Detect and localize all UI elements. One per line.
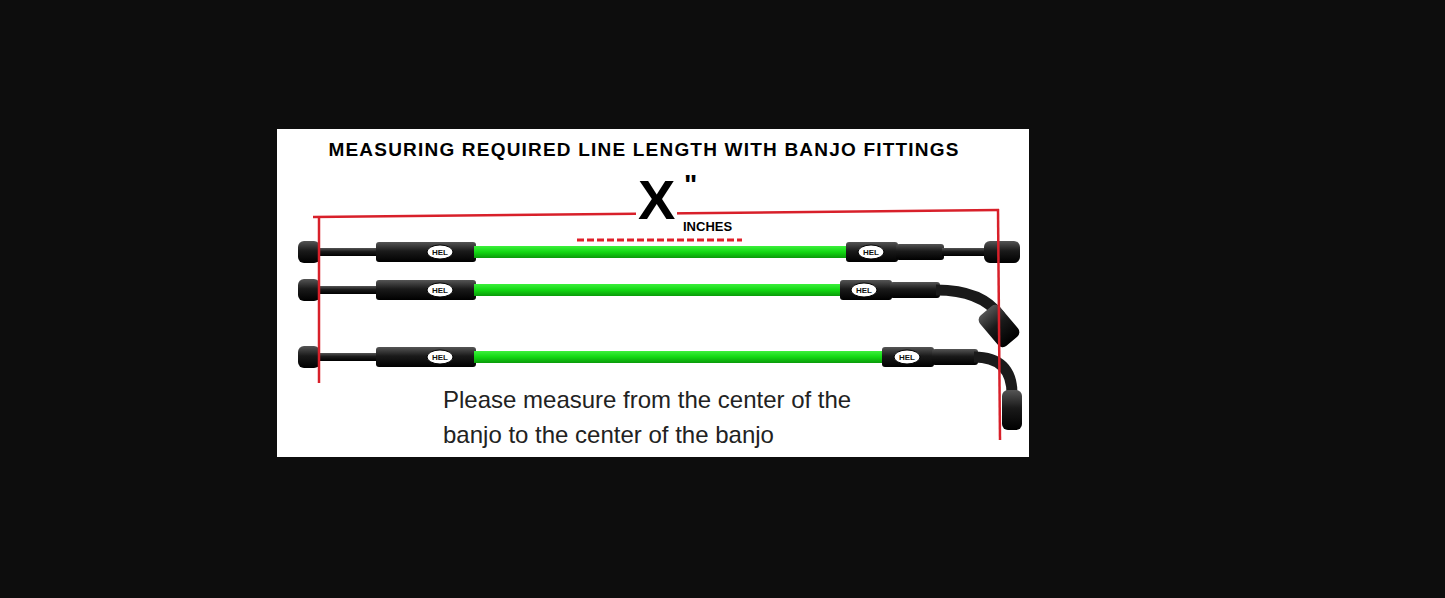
brand-logo: HEL <box>432 286 448 295</box>
brand-logo: HEL <box>863 248 879 257</box>
brand-logo: HEL <box>899 353 915 362</box>
instruction-note: Please measure from the center of the ba… <box>443 382 888 452</box>
brand-logo: HEL <box>856 286 872 295</box>
unit-label: INCHES <box>683 219 732 234</box>
diagram-title: MEASURING REQUIRED LINE LENGTH WITH BANJ… <box>328 139 959 161</box>
dimension-symbol: X <box>636 170 677 230</box>
brand-logo: HEL <box>432 248 448 257</box>
inch-mark: " <box>684 170 697 200</box>
brand-logo: HEL <box>432 353 448 362</box>
